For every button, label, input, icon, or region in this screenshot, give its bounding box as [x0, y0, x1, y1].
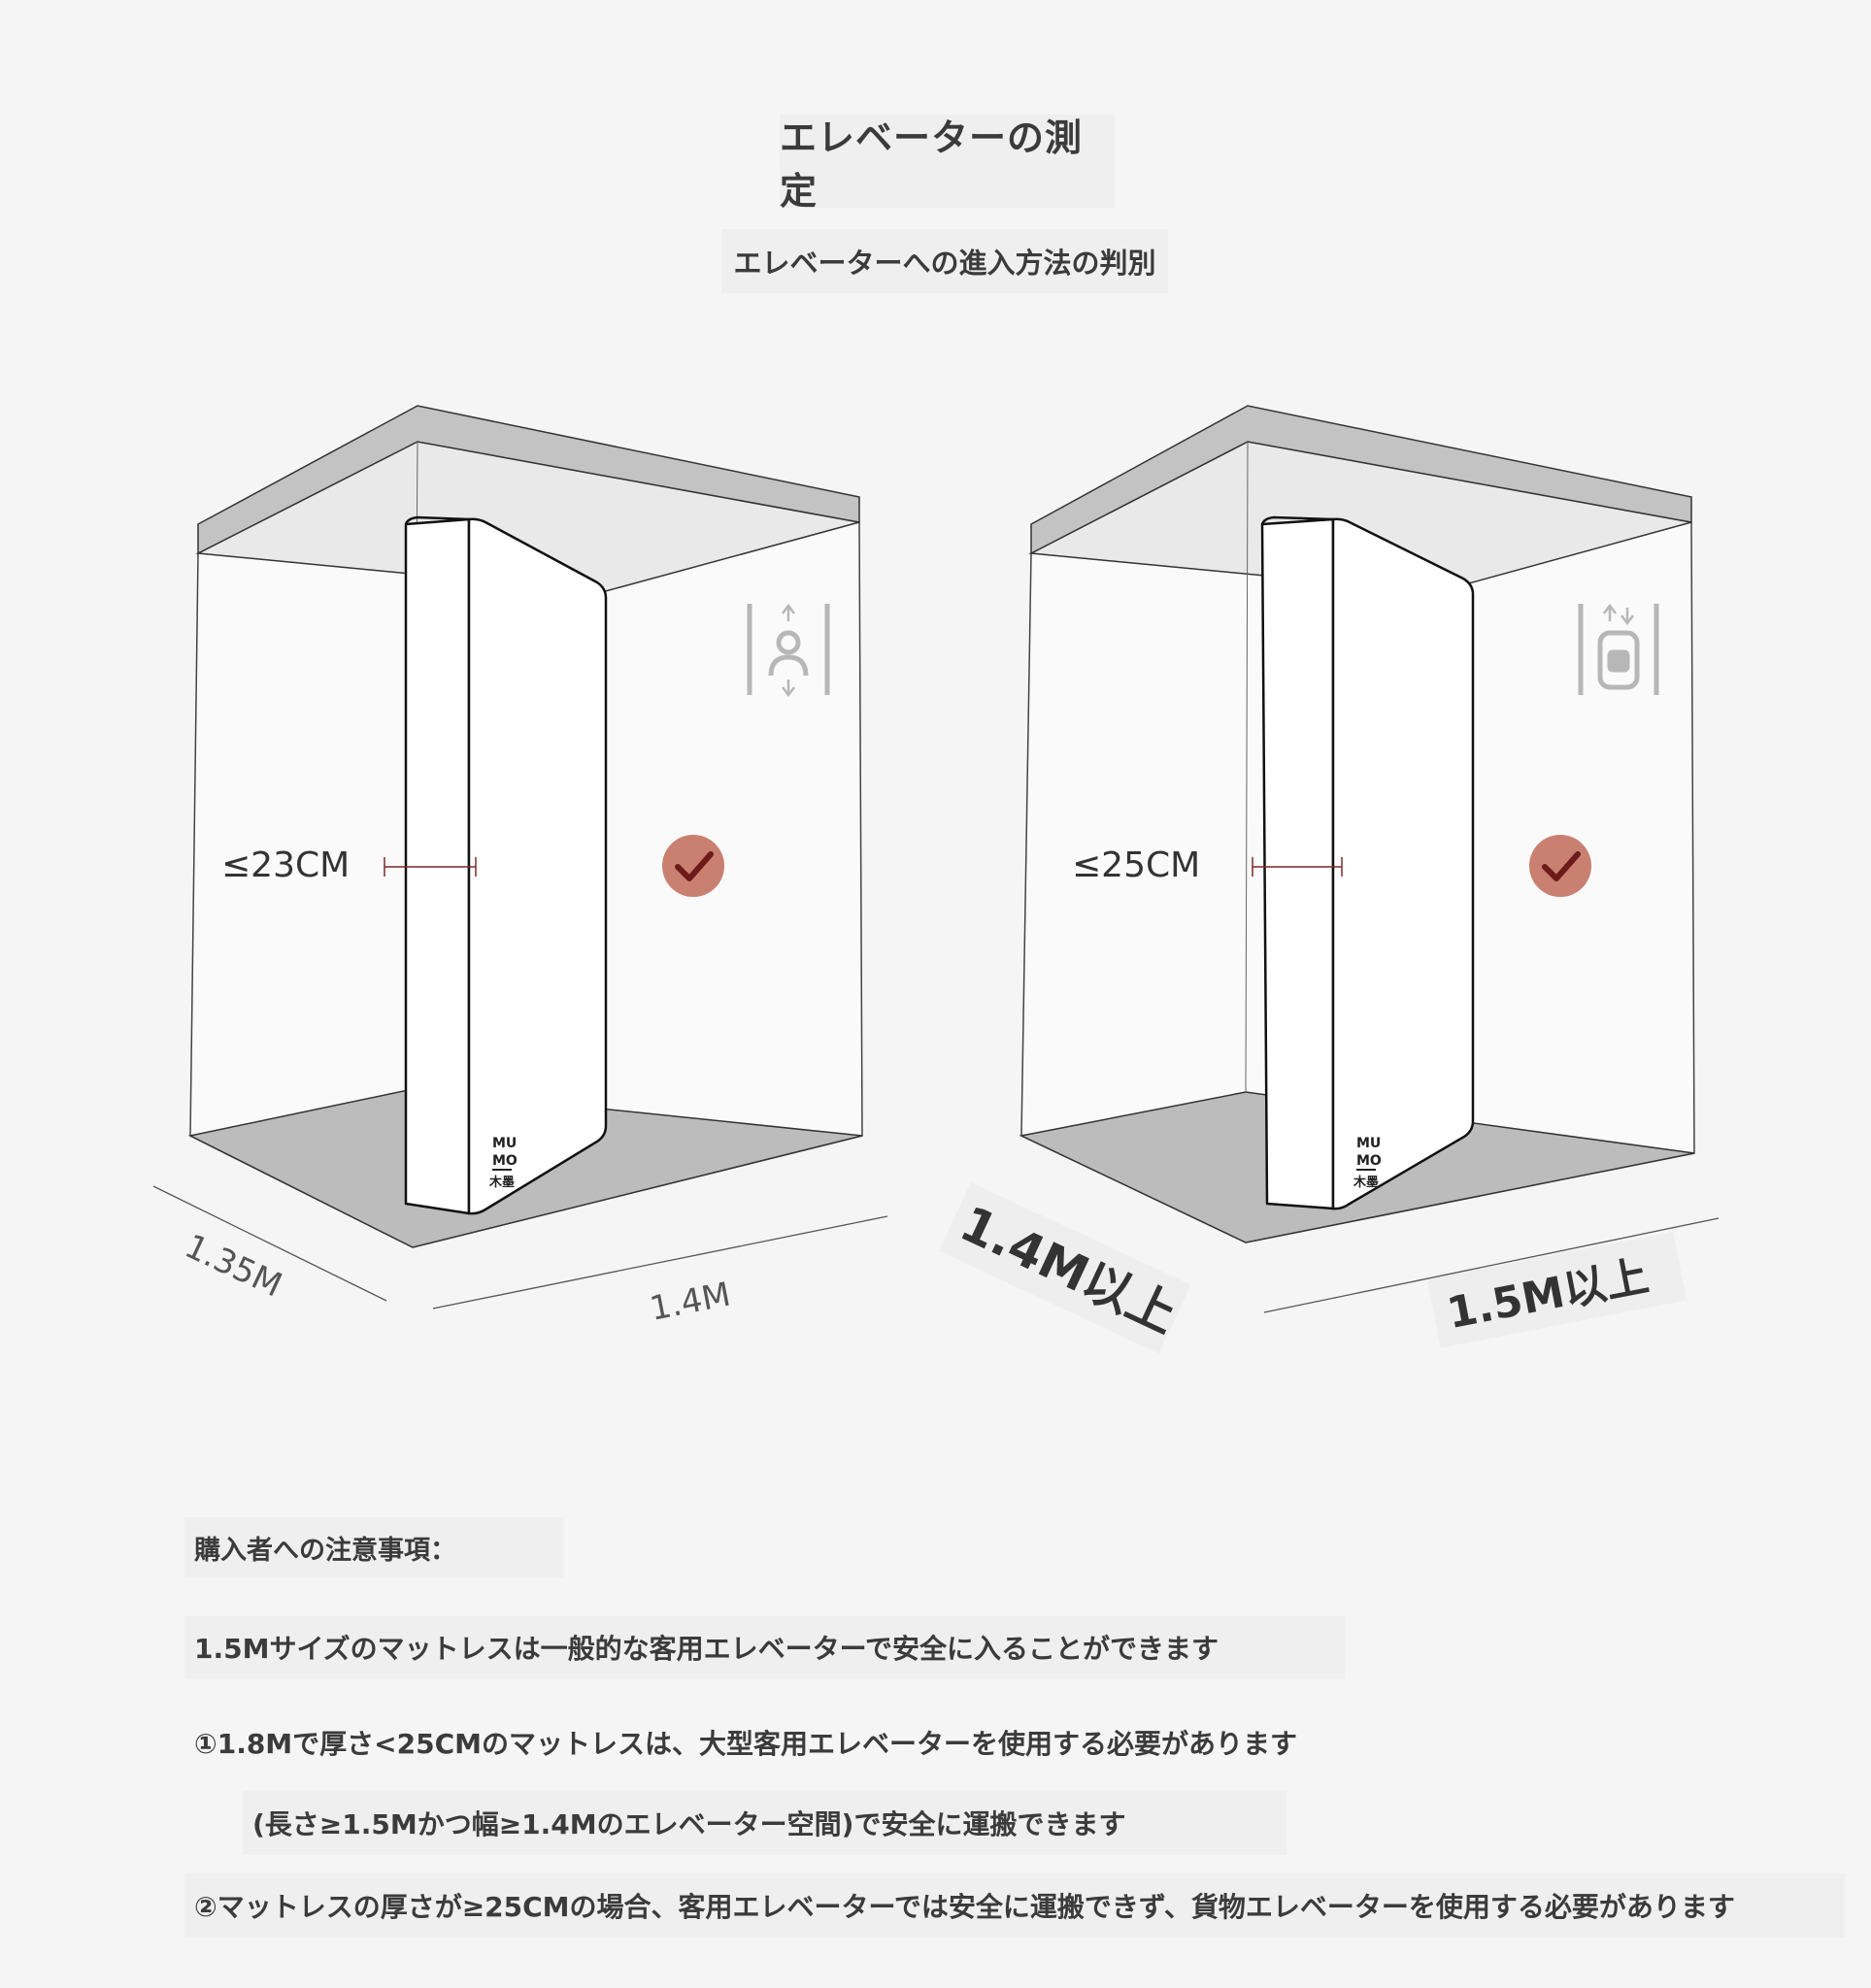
logo-line-3: 木墨	[1353, 1175, 1379, 1190]
left-width-label: 1.4M	[647, 1276, 734, 1329]
right-thickness-measure	[1252, 857, 1343, 877]
notes-heading: 購入者への注意事項：	[184, 1517, 563, 1577]
right-ceiling-rim	[1030, 405, 1692, 555]
left-depth-dimension-line	[152, 1185, 387, 1302]
right-mattress-face	[1331, 517, 1475, 1210]
left-mattress-top-edge	[404, 515, 470, 525]
left-brand-logo: MU MO 木墨	[488, 1136, 518, 1190]
right-brand-logo: MU MO 木墨	[1353, 1136, 1382, 1190]
freight-elevator-icon	[1578, 603, 1659, 695]
right-elevator-diagram: MU MO 木墨 ≤25CM 1.4	[939, 405, 1720, 1354]
left-ceiling-rim	[197, 405, 860, 555]
left-elevator-diagram: MU MO 木墨 ≤23CM	[152, 405, 888, 1329]
right-depth-label-box: 1.4M以上	[939, 1182, 1191, 1354]
right-width-dimension-line	[1263, 1217, 1720, 1313]
page-title: エレベーターの測定	[780, 115, 1115, 213]
right-check-icon	[1529, 835, 1591, 897]
left-thickness-measure	[384, 857, 477, 877]
logo-line-1: MU	[1356, 1136, 1381, 1151]
left-thickness-label: ≤23CM	[221, 845, 350, 885]
left-depth-label: 1.35M	[179, 1227, 287, 1306]
note-item-3: ②マットレスの厚さが≥25CMの場合、客用エレベーターでは安全に運搬できず、貨物…	[184, 1873, 1845, 1938]
page-subtitle: エレベーターへの進入方法の判別	[721, 229, 1168, 293]
right-thickness-label: ≤25CM	[1072, 845, 1200, 885]
passenger-elevator-icon	[747, 603, 830, 698]
note-item-2: ①1.8Mで厚さ<25CMのマットレスは、大型客用エレベーターを使用する必要があ…	[194, 1728, 1298, 1760]
note-item-1: 1.5Mサイズのマットレスは一般的な客用エレベーターで安全に入ることができます	[184, 1616, 1345, 1678]
left-mattress-face	[467, 517, 608, 1215]
logo-line-2: MO	[1356, 1153, 1382, 1169]
right-wall-corner-line	[1245, 441, 1249, 1093]
left-width-dimension-line	[432, 1215, 888, 1309]
note-item-2-detail: (長さ≥1.5Mかつ幅≥1.4Mのエレベーター空間)で安全に運搬できます	[243, 1791, 1286, 1855]
right-mattress-top-edge	[1260, 515, 1334, 525]
right-width-label-box: 1.5M以上	[1427, 1231, 1687, 1348]
logo-line-2: MO	[492, 1153, 518, 1169]
right-mattress-side	[1260, 517, 1335, 1210]
left-check-icon	[662, 835, 724, 897]
logo-line-3: 木墨	[488, 1175, 515, 1190]
logo-line-1: MU	[492, 1136, 517, 1151]
